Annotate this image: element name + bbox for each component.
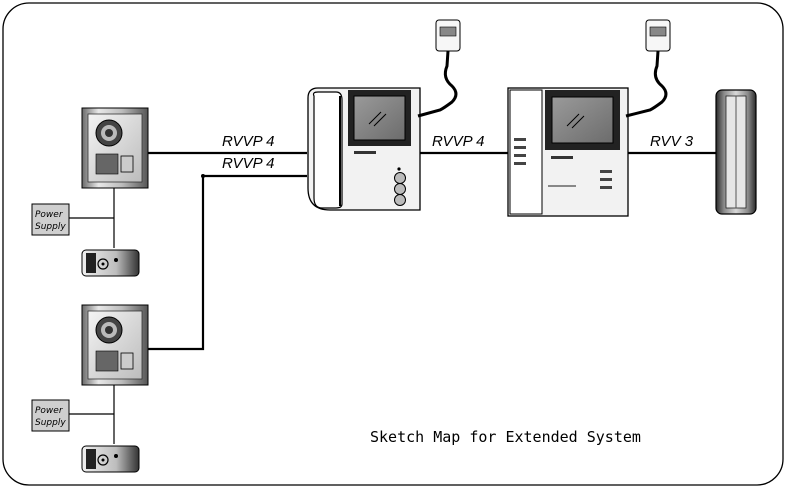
cable-label-outdoor2: RVVP 4	[222, 155, 275, 172]
outdoor-station-2	[81, 304, 149, 386]
power-supply-2: Power Supply	[31, 399, 70, 432]
diagram-caption: Sketch Map for Extended System	[370, 428, 641, 446]
electric-lock-2	[81, 445, 140, 473]
power-adapter-1	[417, 19, 461, 118]
cable-label-outdoor1: RVVP 4	[222, 133, 275, 150]
outdoor-station-1	[81, 107, 149, 189]
power-supply-1: Power Supply	[31, 203, 70, 236]
cable-outdoor2-to-monitor	[148, 174, 307, 351]
cables	[69, 151, 716, 444]
svg-text:Supply: Supply	[35, 418, 66, 428]
electric-lock-1	[81, 249, 140, 277]
indoor-monitor	[307, 87, 421, 211]
extension-unit	[715, 89, 757, 215]
svg-text:Power: Power	[35, 210, 64, 220]
cable-label-extension-unit: RVV 3	[650, 133, 694, 150]
extension-monitor	[507, 87, 629, 217]
svg-text:Power: Power	[35, 406, 64, 416]
cable-label-monitor-extension: RVVP 4	[432, 133, 485, 150]
power-adapter-2	[625, 19, 671, 118]
svg-text:Supply: Supply	[35, 222, 66, 232]
